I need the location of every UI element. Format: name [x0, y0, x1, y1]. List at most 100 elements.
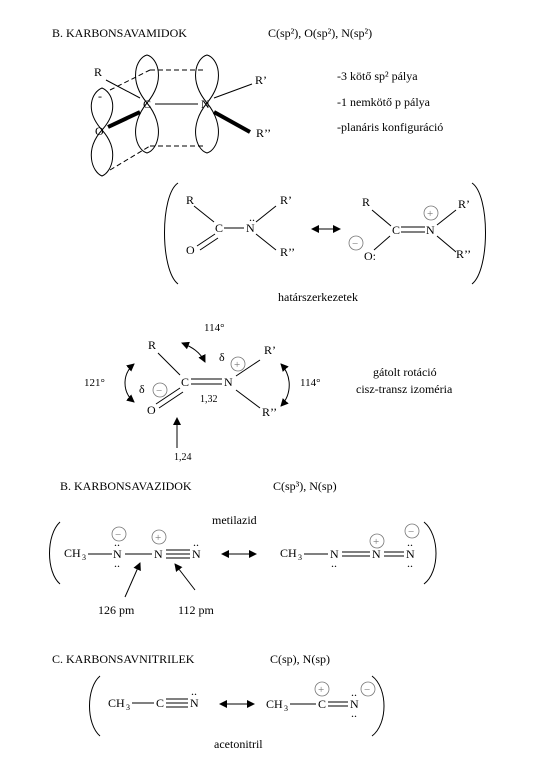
orbital-c-label: C — [143, 97, 151, 111]
orbital-n-label: N — [201, 97, 210, 111]
geom-r1: R’ — [264, 343, 276, 357]
azide2-n3-minus-sign: − — [408, 526, 414, 538]
orbital-minus-sign: - — [98, 89, 102, 103]
azide2-n3: N — [406, 547, 415, 561]
azide-right-bracket — [423, 521, 437, 585]
nitrile-right-bracket — [371, 675, 385, 737]
azide-left-bracket — [49, 521, 61, 585]
azide-resonance: CH 3 N .. .. − N + N .. CH 3 N .. N + N … — [49, 521, 437, 585]
azide1-n2-plus-charge — [151, 529, 167, 545]
nitrile-left-bracket — [89, 675, 101, 737]
res2-c: C — [392, 223, 400, 237]
azide1-n1-dots-bottom: .. — [114, 556, 120, 570]
azide2-n1-dots: .. — [331, 556, 337, 570]
nitrile2-n-minus-sign: − — [364, 684, 370, 696]
delta-n: δ — [219, 350, 225, 364]
right-bracket — [471, 182, 486, 285]
nitrile2-c-plus-sign: + — [318, 684, 324, 696]
res2-n-plus-sign: + — [427, 208, 433, 220]
nitrile2-n-dots-bottom: .. — [351, 706, 357, 720]
nitrile1-c: C — [156, 696, 164, 710]
rotation-note-2: cisz-transz izoméria — [356, 382, 453, 396]
section-b-title: B. KARBONSAVAMIDOK — [52, 26, 187, 40]
res1-n-lonepair: .. — [249, 210, 255, 224]
nitrile2-c-plus-charge — [314, 681, 330, 697]
azide-name: metilazid — [212, 513, 257, 527]
angle-left-arrow — [124, 363, 135, 403]
note-sp2: -3 kötő sp² pálya — [337, 69, 418, 83]
angle-right-arrow — [280, 363, 290, 407]
nitrile2-ch: CH — [266, 697, 283, 711]
delta-o: δ — [139, 382, 145, 396]
nitrile-resonance: CH 3 C N .. CH 3 C + N .. .. − — [89, 675, 385, 737]
nitrile2-n-minus-charge — [360, 681, 376, 697]
azide2-n2-plus-sign: + — [373, 536, 379, 548]
azide1-n3: N — [192, 547, 201, 561]
res2-r: R — [362, 195, 370, 209]
azide1-n1: N — [113, 547, 122, 561]
bond-126-arrow — [124, 562, 141, 598]
geom-minus-sign: − — [156, 385, 162, 397]
azide1-n3-dots: .. — [193, 535, 199, 549]
p-orbital-n — [195, 54, 219, 104]
nitrile2-n: N — [350, 697, 359, 711]
amide-orbital-picture: R - C N O R’ R’’ — [90, 54, 271, 177]
note-p: -1 nemkötő p pálya — [337, 95, 431, 109]
geom-o: O — [147, 403, 156, 417]
orbital-r1-label: R’ — [255, 73, 267, 87]
res1-n: N — [246, 221, 255, 235]
res2-o-minus-charge — [348, 235, 364, 251]
res1-o: O — [186, 243, 195, 257]
nitrile2-c: C — [318, 697, 326, 711]
section-azide-hybridization: C(sp³), N(sp) — [273, 479, 337, 493]
azide1-n1-minus-sign: − — [115, 529, 121, 541]
geom-minus-charge — [152, 382, 168, 398]
res1-r: R — [186, 193, 194, 207]
bond-cn-length: 1,32 — [200, 394, 218, 405]
azide1-n2: N — [154, 547, 163, 561]
azide2-n3-dots-bottom: .. — [407, 556, 413, 570]
nitrile1-n-dots: .. — [191, 684, 197, 698]
azide1-n1-minus-charge — [111, 526, 127, 542]
res2-r2: R’’ — [456, 247, 471, 261]
angle-top: 114° — [204, 322, 225, 334]
azide2-ch-sub: 3 — [298, 553, 302, 562]
geom-n: N — [224, 375, 233, 389]
geom-r2: R’’ — [262, 405, 277, 419]
p-orbital-o — [90, 87, 114, 131]
resonance-caption: határszerkezetek — [278, 290, 358, 304]
p-orbital-c — [135, 54, 159, 104]
res2-n-plus-charge — [423, 205, 439, 221]
orbital-o-label: O — [95, 124, 104, 138]
azide2-n1: N — [330, 547, 339, 561]
angle-top-arrow — [181, 341, 206, 363]
left-bracket — [164, 182, 179, 285]
section-nitrile-title: C. KARBONSAVNITRILEK — [52, 652, 195, 666]
angle-left: 121° — [84, 377, 105, 389]
azide2-ch: CH — [280, 546, 297, 560]
res2-r1: R’ — [458, 197, 470, 211]
nitrile2-n-dots-top: .. — [351, 685, 357, 699]
orbital-r2-label: R’’ — [256, 126, 271, 140]
nitrile1-ch-sub: 3 — [126, 703, 130, 712]
bond-co-length: 1,24 — [174, 452, 192, 463]
geom-plus-charge — [230, 356, 246, 372]
geom-plus-sign: + — [234, 359, 240, 371]
section-b-hybridization: C(sp²), O(sp²), N(sp²) — [268, 26, 372, 40]
res1-c: C — [215, 221, 223, 235]
res2-o-minus-sign: − — [352, 238, 358, 250]
azide1-n2-plus-sign: + — [155, 532, 161, 544]
bond-112-arrow — [174, 563, 196, 591]
angle-right: 114° — [300, 377, 321, 389]
geom-c: C — [181, 375, 189, 389]
nitrile2-ch-sub: 3 — [284, 704, 288, 713]
res2-o: O: — [364, 249, 376, 263]
rotation-note-1: gátolt rotáció — [373, 365, 437, 379]
bond-112-label: 112 pm — [178, 603, 215, 617]
bond-126-label: 126 pm — [98, 603, 135, 617]
amide-resonance-structures: R C N .. R’ R’’ O R C N + R’ R’’ − O: — [164, 182, 486, 285]
section-azide-title: B. KARBONSAVAZIDOK — [60, 479, 192, 493]
azide1-ch: CH — [64, 546, 81, 560]
section-nitrile-hybridization: C(sp), N(sp) — [270, 652, 330, 666]
